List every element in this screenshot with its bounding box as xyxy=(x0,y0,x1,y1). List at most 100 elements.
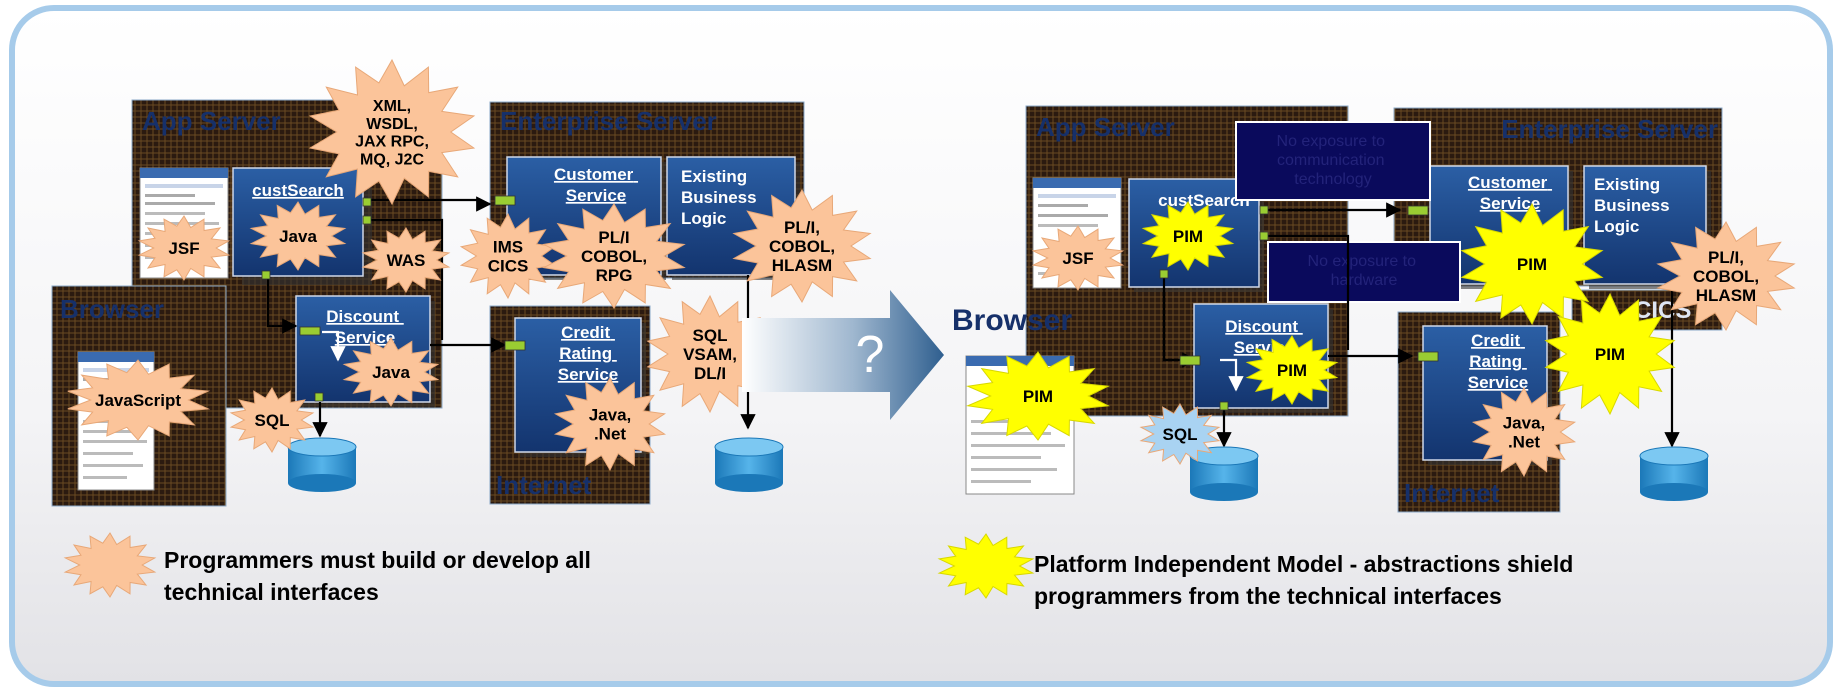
svg-text:Programmers must build or deve: Programmers must build or develop all te… xyxy=(164,547,597,605)
burst-pli-cobol: PL/I,COBOL,HLASM xyxy=(732,188,872,304)
database-left-2 xyxy=(714,437,784,492)
burst-jsf-right-line-1: JSF xyxy=(1062,249,1093,268)
burst-java-net-right: Java,.Net xyxy=(1471,386,1577,478)
burst-java-cust-line-1: Java xyxy=(279,227,317,246)
burst-sql-right-line-1: SQL xyxy=(1163,425,1198,444)
burst-pli-cobol-right-line-3: HLASM xyxy=(1696,286,1756,305)
note-communication-line2: communication xyxy=(1277,152,1385,169)
burst-xml: XML,WSDL,JAX RPC,MQ, J2C xyxy=(308,58,476,206)
burst-xml-line-4: MQ, J2C xyxy=(360,152,424,169)
burst-pli-line-1: PL/I xyxy=(598,228,629,247)
right-legend-line1: Platform Independent Model - abstraction… xyxy=(1034,551,1573,577)
legend-burst-yellow xyxy=(937,533,1035,599)
right-legend-line2: programmers from the technical interface… xyxy=(1034,583,1502,609)
burst-was: WAS xyxy=(361,227,451,293)
burst-java-disc-line-1: Java xyxy=(372,363,410,382)
burst-java-net: Java,.Net xyxy=(553,376,666,472)
existing-logic-line3-right: Logic xyxy=(1594,217,1639,236)
svg-text:Platform Independent Model - a: Platform Independent Model - abstraction… xyxy=(1034,551,1580,609)
burst-java-net-right-line-2: .Net xyxy=(1508,433,1540,452)
burst-sql-vsam-line-1: SQL xyxy=(693,326,728,345)
legend-burst-orange xyxy=(63,532,157,598)
svg-text:Existing Business: Existing Business Logic xyxy=(681,167,761,228)
left-diagram: App Server Enterprise Server Internet Br… xyxy=(51,58,872,605)
burst-was-line-1: WAS xyxy=(387,251,426,270)
app-server-label-right: App Server xyxy=(1036,112,1175,142)
note-communication: No exposure to communication technology xyxy=(1235,121,1431,201)
database-right-2 xyxy=(1639,446,1709,501)
burst-java-disc: Java xyxy=(342,337,440,407)
right-legend: Platform Independent Model - abstraction… xyxy=(937,533,1580,609)
burst-xml-line-1: XML, xyxy=(373,98,411,115)
existing-logic-line1-right: Existing xyxy=(1594,175,1660,194)
existing-logic-line3: Logic xyxy=(681,209,726,228)
credit-rating-line2: Rating xyxy=(559,344,612,363)
customer-service-line1-right: Customer xyxy=(1468,173,1548,192)
svg-text:Discount Service: Discount Service xyxy=(326,307,403,347)
burst-java-net-line-1: Java, xyxy=(589,406,632,425)
burst-sql-right: SQL xyxy=(1139,403,1221,465)
burst-pli-cobol-line-2: COBOL, xyxy=(769,237,835,256)
burst-pim-disc: PIM xyxy=(1245,335,1339,405)
burst-pim-cust: PIM xyxy=(1141,201,1235,271)
cust-search-title: custSearch xyxy=(252,181,344,200)
transition-arrow: ? xyxy=(742,290,944,420)
burst-sql-vsam-line-3: DL/I xyxy=(694,364,726,383)
left-ports xyxy=(261,195,526,402)
burst-pim-customer: PIM xyxy=(1460,202,1604,326)
right-ports xyxy=(1159,205,1439,411)
burst-pim-browser: PIM xyxy=(965,351,1110,441)
svg-text:No exposure to communi: No exposure to communication technology xyxy=(1277,133,1390,188)
burst-sql-vsam-line-2: VSAM, xyxy=(683,345,737,364)
burst-sql: SQL xyxy=(229,387,315,453)
note-communication-line1: No exposure to xyxy=(1277,133,1386,150)
burst-pli-line-3: RPG xyxy=(596,266,633,285)
svg-text:Customer Service: Customer Service xyxy=(1468,173,1552,213)
discount-service-line1-right: Discount xyxy=(1225,317,1298,336)
browser-label: Browser xyxy=(60,294,164,324)
right-diagram: App Server Enterprise Server CICS Intern… xyxy=(937,105,1796,609)
discount-service-line2: Service xyxy=(335,328,396,347)
customer-service-line1: Customer xyxy=(554,165,634,184)
note-communication-line3: technology xyxy=(1294,171,1371,188)
burst-jsf: JSF xyxy=(137,215,231,281)
burst-jsf-line-1: JSF xyxy=(168,239,199,258)
customer-service-line2-right: Service xyxy=(1480,194,1541,213)
credit-rating-line1: Credit xyxy=(561,323,610,342)
burst-ims-line-2: CICS xyxy=(488,257,529,276)
burst-pim-disc-line-1: PIM xyxy=(1277,361,1307,380)
left-legend-line1: Programmers must build or develop all xyxy=(164,547,591,573)
burst-ims-line-1: IMS xyxy=(493,238,523,257)
burst-pli-cobol-right-line-2: COBOL, xyxy=(1693,267,1759,286)
browser-label-right: Browser xyxy=(952,304,1072,337)
right-bursts: JSF PIM PIM PL/I,COBOL,HLASM PIM PIM PIM SQL Jav… xyxy=(965,201,1796,478)
burst-pim-credit-line-1: PIM xyxy=(1595,345,1625,364)
burst-pim-customer-line-1: PIM xyxy=(1517,255,1547,274)
left-legend-line2: technical interfaces xyxy=(164,579,379,605)
burst-pim-credit: PIM xyxy=(1544,292,1676,416)
internet-label: Internet xyxy=(496,470,592,500)
customer-service-line2: Service xyxy=(566,186,627,205)
burst-java-net-right-line-1: Java, xyxy=(1503,414,1546,433)
credit-rating-line3-right: Service xyxy=(1468,373,1529,392)
burst-pim-cust-line-1: PIM xyxy=(1173,227,1203,246)
internet-label-right: Internet xyxy=(1404,478,1500,508)
burst-pli-line-2: COBOL, xyxy=(581,247,647,266)
burst-pli-cobol-right-line-1: PL/I, xyxy=(1708,248,1744,267)
note-hardware-line2: hardware xyxy=(1331,272,1398,289)
right-connectors xyxy=(1162,202,1680,448)
database-left-1 xyxy=(287,437,357,492)
burst-jsf-right: JSF xyxy=(1031,225,1125,291)
app-server-label: App Server xyxy=(142,106,281,136)
credit-rating-line1-right: Credit xyxy=(1471,331,1520,350)
burst-pli-cobol-line-3: HLASM xyxy=(772,256,832,275)
burst-pli-cobol-line-1: PL/I, xyxy=(784,218,820,237)
credit-rating-line3: Service xyxy=(558,365,619,384)
burst-java-cust: Java xyxy=(249,201,347,271)
burst-sql-line-1: SQL xyxy=(255,411,290,430)
credit-rating-line2-right: Rating xyxy=(1469,352,1522,371)
burst-pim-browser-line-1: PIM xyxy=(1023,387,1053,406)
